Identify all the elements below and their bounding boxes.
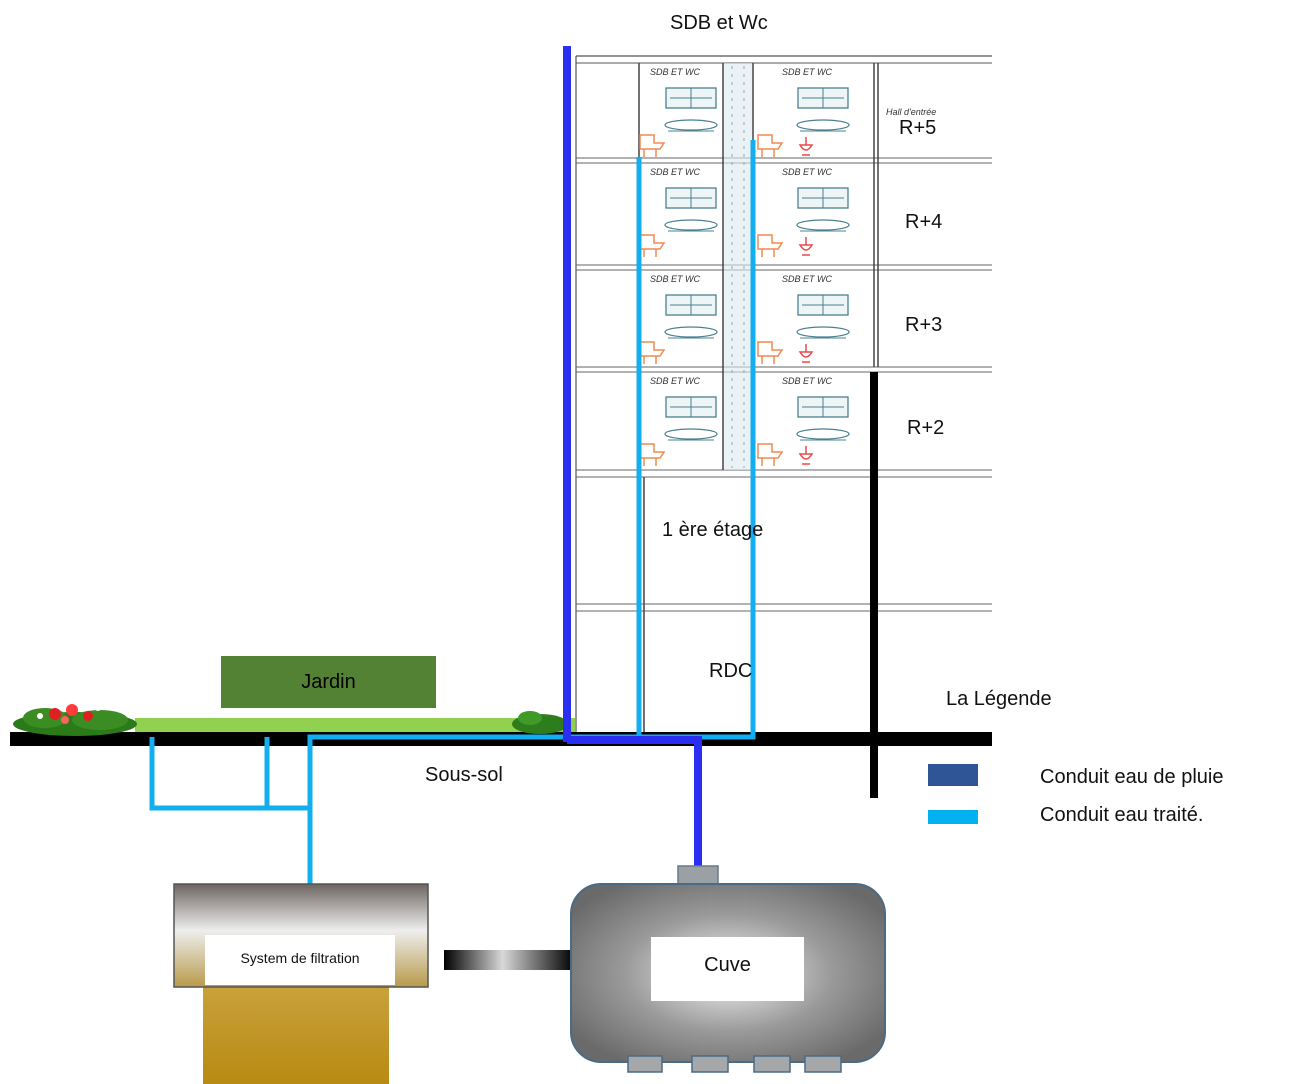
sink-icon <box>664 219 718 232</box>
toilet-icon <box>639 134 666 157</box>
grass-strip <box>135 718 575 732</box>
bathtub-icon <box>797 294 849 316</box>
room-caption: SDB ET WC <box>782 67 833 77</box>
room-caption: SDB ET WC <box>650 67 701 77</box>
hall-caption: Hall d'entrée <box>886 107 937 117</box>
filter-label: System de filtration <box>240 950 360 966</box>
diagram-title: SDB et Wc <box>670 12 768 34</box>
filter-tank-connector <box>444 950 574 970</box>
toilet-icon <box>757 341 784 364</box>
bathtub-icon <box>797 187 849 209</box>
sink-icon <box>664 326 718 339</box>
technical-shaft <box>724 63 752 470</box>
legend-item-treated: Conduit eau traité. <box>1040 804 1204 826</box>
legend-swatch-rain <box>928 764 978 786</box>
bathtub-icon <box>797 396 849 418</box>
garden-label: Jardin <box>301 671 356 693</box>
bathtub-icon <box>665 187 717 209</box>
tank-label: Cuve <box>704 954 751 976</box>
room-caption: SDB ET WC <box>650 167 701 177</box>
floor-label-r4: R+4 <box>905 211 943 233</box>
flower-bush-icon <box>13 704 137 736</box>
toilet-icon <box>757 134 784 157</box>
garden-box <box>221 656 436 708</box>
treated-water-pipes <box>149 140 756 884</box>
sink-icon <box>796 119 850 132</box>
basement-label: Sous-sol <box>425 764 503 786</box>
floor-label-r3: R+3 <box>905 314 943 336</box>
bathtub-icon <box>665 87 717 109</box>
room-caption: SDB ET WC <box>782 274 833 284</box>
room-caption: SDB ET WC <box>650 376 701 386</box>
bathtub-icon <box>665 294 717 316</box>
storage-tank <box>570 865 886 1073</box>
floor-slabs <box>576 157 992 612</box>
legend-title: La Légende <box>946 688 1052 710</box>
sink-icon <box>796 326 850 339</box>
bathtub-icon <box>797 87 849 109</box>
room-caption: SDB ET WC <box>782 167 833 177</box>
toilet-icon <box>639 443 666 466</box>
sink-icon <box>796 428 850 441</box>
ground <box>10 372 992 798</box>
floor-label-rdc: RDC <box>709 660 753 682</box>
floor-label-r2: R+2 <box>907 417 945 439</box>
bush-icon <box>512 711 568 734</box>
floor-label-first: 1 ère étage <box>662 519 764 541</box>
room-caption: SDB ET WC <box>650 274 701 284</box>
toilet-icon <box>639 234 666 257</box>
bidet-icon <box>798 137 814 156</box>
sink-icon <box>664 119 718 132</box>
legend-swatch-treated <box>928 810 978 824</box>
rainwater-pipes <box>563 46 702 866</box>
bidet-icon <box>798 344 814 363</box>
toilet-icon <box>757 443 784 466</box>
bidet-icon <box>798 446 814 465</box>
floor-label-r5: R+5 <box>899 117 937 139</box>
room-caption: SDB ET WC <box>782 376 833 386</box>
sink-icon <box>664 428 718 441</box>
legend-item-rain: Conduit eau de pluie <box>1040 766 1224 788</box>
filtration-system <box>173 883 429 1084</box>
bathroom-fixtures: SDB ET WC SDB ET WC SDB ET WC SDB ET WC SDB … <box>639 67 850 466</box>
bathtub-icon <box>665 396 717 418</box>
bidet-icon <box>798 237 814 256</box>
toilet-icon <box>639 341 666 364</box>
toilet-icon <box>757 234 784 257</box>
sink-icon <box>796 219 850 232</box>
